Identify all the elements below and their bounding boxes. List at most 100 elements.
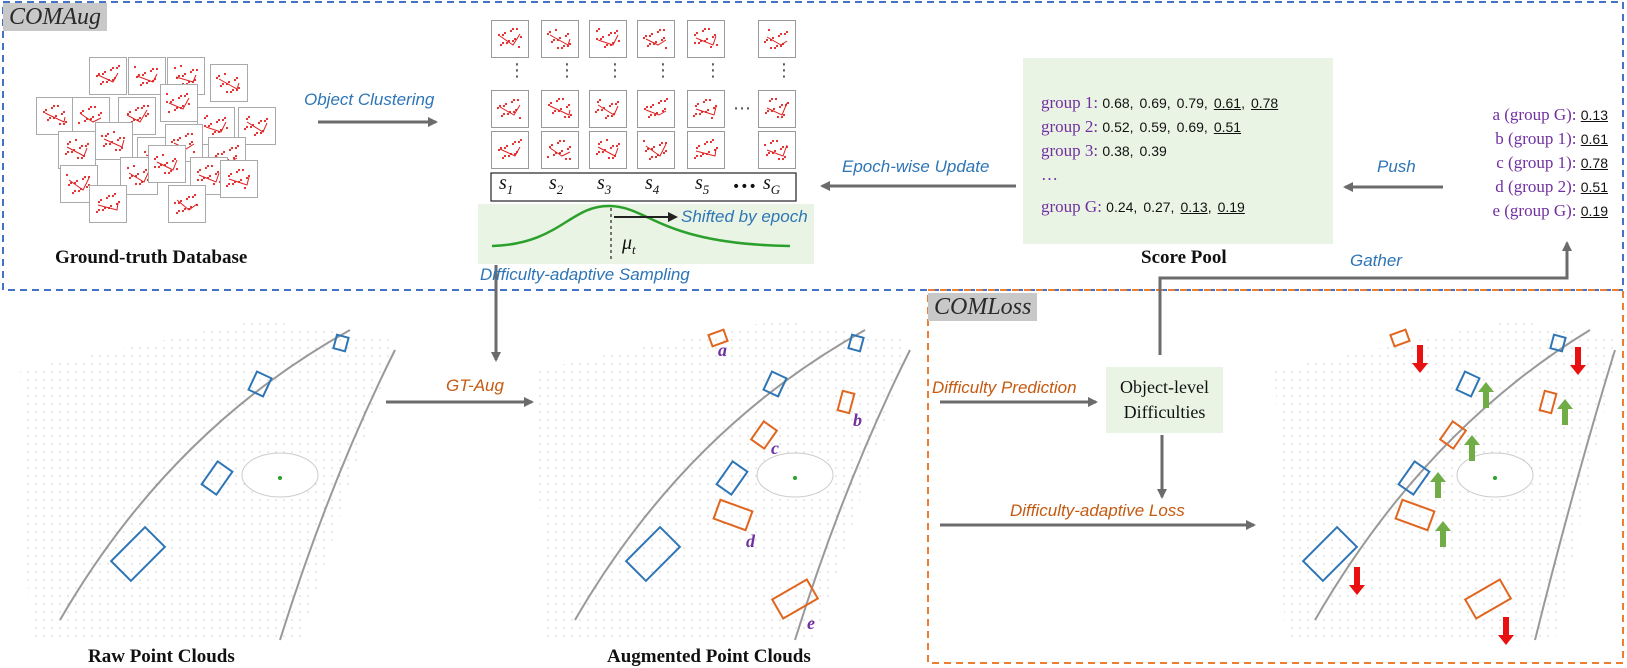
group-symbol-bar <box>490 172 797 202</box>
object-letter-b: b <box>853 410 862 430</box>
object-difficulties-line1: Object-level <box>1120 377 1209 397</box>
difficulty-loss-label: Difficulty-adaptive Loss <box>1010 501 1185 520</box>
gt-object-thumbnail <box>36 97 74 135</box>
cluster-thumbnail <box>491 131 529 169</box>
aug-box-c <box>749 420 779 450</box>
score-pool-row: … <box>1041 163 1284 187</box>
cluster-thumbnail <box>589 90 627 128</box>
score-pool-group-name: group 1: <box>1041 93 1103 112</box>
gt-object-thumbnail <box>60 165 98 203</box>
score-pool-group-name: group G: <box>1041 197 1107 216</box>
aug-box-blue-2 <box>762 370 788 398</box>
object-difficulties-box: Object-level Difficulties <box>1106 375 1223 425</box>
object-letter-a: a <box>718 340 727 360</box>
gt-object-thumbnail <box>148 145 186 183</box>
green-up-arrow <box>1478 382 1494 408</box>
gt-object-thumbnail <box>58 131 96 169</box>
pushed-object-row: e (group G): 0.19 <box>1420 199 1608 223</box>
gather-arrow <box>1158 241 1572 355</box>
comaug-tag: COMAug <box>3 3 107 31</box>
score-value: 0.13, <box>1180 199 1212 215</box>
group-symbol: s2 <box>549 172 564 197</box>
vertical-ellipsis: ⋮ <box>775 60 793 81</box>
loss-box-blue-2 <box>1455 370 1481 398</box>
object-letter-c: c <box>771 438 779 458</box>
vertical-ellipsis: ⋮ <box>508 60 526 81</box>
push-label: Push <box>1377 157 1416 176</box>
red-down-arrow <box>1412 345 1428 373</box>
pushed-object-row: b (group 1): 0.61 <box>1420 127 1608 151</box>
score-value: 0.38, <box>1102 143 1134 159</box>
group-symbol: s1 <box>499 172 514 197</box>
aug-box-b <box>836 389 856 415</box>
red-down-arrow <box>1570 347 1586 375</box>
gt-object-thumbnail <box>160 84 198 122</box>
pushed-object-label: d (group 2): <box>1495 177 1581 196</box>
cluster-thumbnail <box>491 90 529 128</box>
loss-point-cloud-scene <box>1275 320 1616 641</box>
pushed-object-score: 0.61 <box>1580 131 1608 147</box>
raw-point-cloud-scene <box>20 320 396 641</box>
red-down-arrow <box>1349 567 1365 595</box>
group-symbol: sG <box>763 172 781 197</box>
pushed-object-label: b (group 1): <box>1495 129 1581 148</box>
pushed-object-row: c (group 1): 0.78 <box>1420 151 1608 175</box>
pushed-object-label: e (group G): <box>1492 201 1581 220</box>
raw-clouds-caption: Raw Point Clouds <box>88 646 235 667</box>
loss-box-orange-2 <box>1538 389 1558 415</box>
score-pool-caption: Score Pool <box>1141 247 1227 268</box>
loss-box-blue-4 <box>1301 525 1359 583</box>
score-pool-row: group 2: 0.52,0.59,0.69,0.51 <box>1041 115 1284 139</box>
gt-object-thumbnail <box>95 122 133 160</box>
group-symbol: s4 <box>645 172 660 197</box>
cluster-thumbnail <box>491 20 529 58</box>
score-value: 0.51 <box>1213 119 1242 135</box>
comaug-frame <box>2 1 1624 291</box>
loss-box-orange-3 <box>1438 420 1468 450</box>
aug-box-blue-4 <box>624 525 682 583</box>
green-up-arrow <box>1464 435 1480 461</box>
raw-box-1 <box>332 333 350 353</box>
gt-object-thumbnail <box>220 160 258 198</box>
gt-aug-label: GT-Aug <box>446 376 504 395</box>
cluster-thumbnail <box>687 90 725 128</box>
score-pool-row: group 1: 0.68,0.69,0.79,0.61,0.78 <box>1041 91 1284 115</box>
aug-box-a <box>707 328 729 348</box>
cluster-thumbnail <box>687 131 725 169</box>
vertical-ellipsis: ⋮ <box>654 60 672 81</box>
score-value: 0.39 <box>1139 143 1167 159</box>
epoch-update-label: Epoch-wise Update <box>842 157 990 176</box>
gt-object-thumbnail <box>128 57 166 95</box>
pushed-object-row: a (group G): 0.13 <box>1420 103 1608 127</box>
aug-box-e <box>770 578 820 620</box>
augmented-clouds-caption: Augmented Point Clouds <box>607 646 811 667</box>
pushed-object-label: a (group G): <box>1492 105 1581 124</box>
score-value: 0.69, <box>1139 95 1171 111</box>
row-ellipsis: ⋯ <box>733 98 751 119</box>
score-value: 0.52, <box>1102 119 1134 135</box>
gather-label: Gather <box>1350 251 1402 270</box>
gt-object-thumbnail <box>168 185 206 223</box>
cluster-thumbnail <box>758 90 796 128</box>
pushed-object-row: d (group 2): 0.51 <box>1420 175 1608 199</box>
gt-database-caption: Ground-truth Database <box>55 247 248 268</box>
difficulty-prediction-label: Difficulty Prediction <box>932 378 1077 397</box>
cluster-thumbnail <box>541 90 579 128</box>
shifted-by-epoch-label: Shifted by epoch <box>681 207 808 226</box>
green-up-arrow <box>1430 472 1446 498</box>
cluster-thumbnail <box>637 90 675 128</box>
sampling-gaussian-curve <box>491 204 791 248</box>
group-symbol: s5 <box>695 172 710 197</box>
cluster-thumbnail <box>637 131 675 169</box>
loss-box-blue-3 <box>1397 459 1431 497</box>
cluster-thumbnail <box>589 20 627 58</box>
score-value: 0.79, <box>1176 95 1208 111</box>
score-pool-group-name: group 2: <box>1041 117 1103 136</box>
object-clustering-label: Object Clustering <box>304 90 435 109</box>
pushed-object-score: 0.51 <box>1580 179 1608 195</box>
aug-box-blue-3 <box>715 459 749 497</box>
cluster-thumbnail <box>758 131 796 169</box>
